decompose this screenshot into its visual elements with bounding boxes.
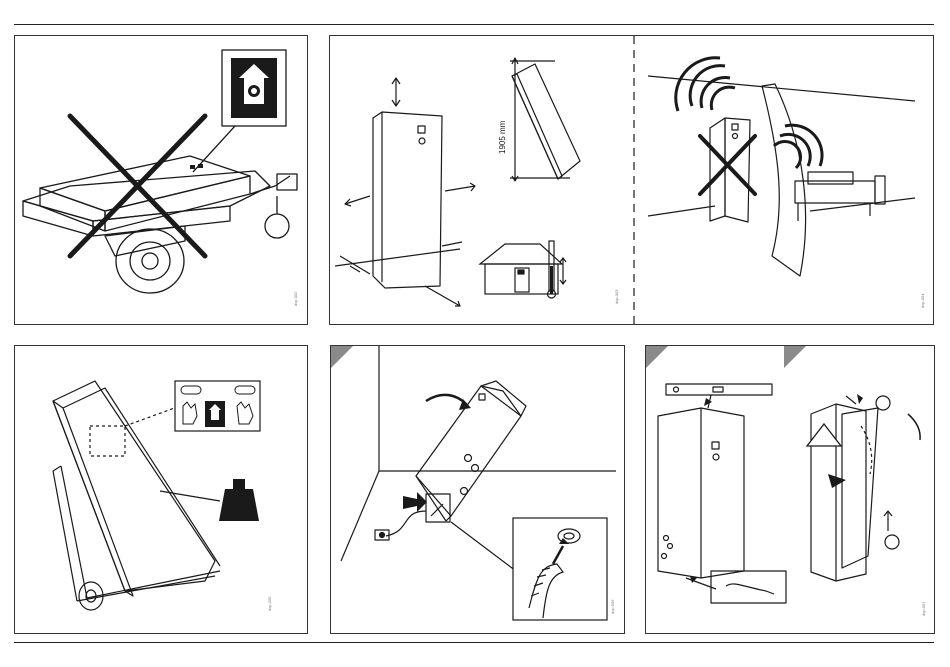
tilted-unit	[510, 58, 580, 181]
drain-illustration	[331, 346, 625, 634]
panel-code: dcp-002	[293, 292, 298, 306]
trailer-illustration	[15, 36, 308, 325]
panel-handtruck: dcp-005	[14, 345, 308, 634]
panel-no-trailer: dcp-002	[14, 35, 308, 325]
handle-with-care-label	[175, 381, 260, 431]
upright-transport-icon	[222, 50, 286, 126]
handtruck-illustration	[15, 346, 308, 634]
panel-code: dcp-007	[921, 602, 926, 616]
clearance-unit	[335, 78, 475, 306]
corner-marker	[784, 346, 806, 368]
panel-code: dcp-003	[614, 290, 619, 304]
bedroom-scene	[648, 76, 915, 276]
panel-code: dcp-004	[920, 294, 925, 308]
panel-code: dcp-005	[267, 597, 272, 611]
prohibited-cross	[70, 116, 205, 256]
panel-placement: 1905 mm	[329, 35, 934, 325]
height-label: 1905 mm	[498, 120, 507, 154]
panel-code: dcp-006	[610, 600, 615, 614]
panel-level-front: dcp-007	[645, 345, 935, 634]
house-thermometer	[480, 241, 566, 298]
placement-illustrations: 1905 mm	[330, 36, 934, 325]
corner-marker	[646, 346, 668, 368]
level-illustration	[646, 346, 935, 634]
prohibited-cross	[700, 136, 755, 194]
weight-icon	[219, 479, 259, 521]
top-rule	[14, 24, 934, 25]
corner-marker	[331, 346, 353, 368]
panel-tilt-drain: dcp-006	[330, 345, 625, 634]
drain-detail-inset	[513, 518, 607, 620]
bottom-rule	[14, 642, 934, 643]
